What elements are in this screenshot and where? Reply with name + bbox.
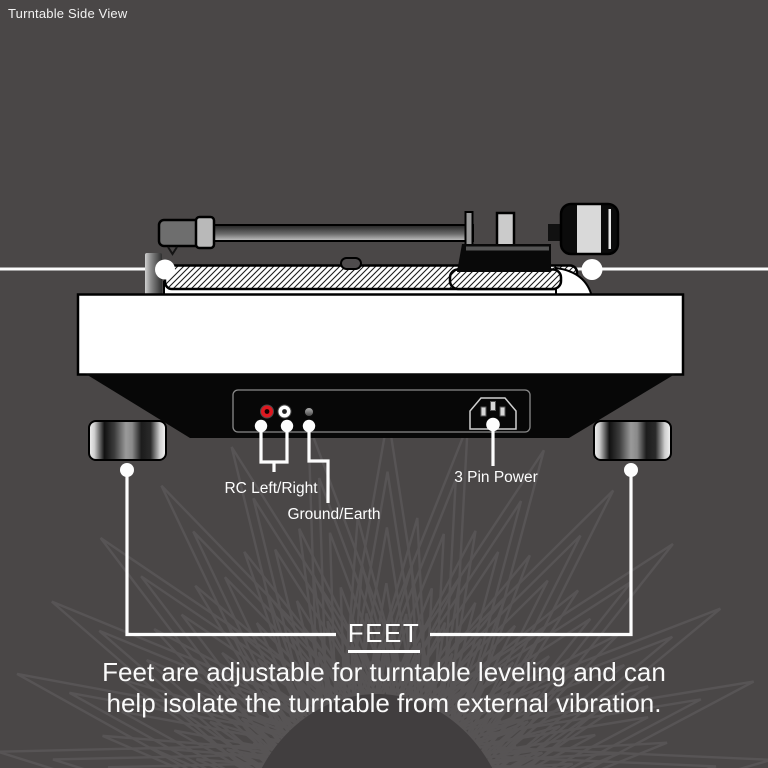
right-foot	[593, 420, 672, 461]
feet-underline	[348, 650, 420, 653]
stylus	[167, 246, 178, 256]
counterweight-band	[577, 205, 601, 253]
rca-white-jack-hole	[282, 409, 287, 414]
ground-dot	[302, 419, 316, 433]
left-foot-dot	[120, 463, 134, 477]
ground-label: Ground/Earth	[287, 506, 381, 523]
ground-terminal	[303, 406, 315, 418]
caption: Feet are adjustable for turntable leveli…	[102, 657, 666, 719]
cue-lever	[495, 211, 516, 249]
plinth	[76, 293, 685, 376]
pivot-base-highlight	[466, 246, 549, 251]
tonearm-pivot-base	[457, 244, 551, 272]
left-foot	[88, 420, 167, 461]
power-pin-middle	[490, 401, 496, 411]
ground-leader-line	[307, 428, 330, 503]
rca-label: RC Left/Right	[224, 480, 318, 497]
tonearm-tube	[204, 224, 474, 242]
spindle-adapter	[340, 257, 362, 270]
tonearm-base-pad	[448, 268, 563, 291]
counterweight-outline	[559, 202, 620, 256]
power-label: 3 Pin Power	[454, 469, 538, 486]
rca-leader-line	[259, 428, 289, 472]
feet-label: FEET	[347, 618, 421, 648]
right-foot-leader-line	[430, 473, 633, 637]
rca-red-dot	[254, 419, 268, 433]
caption-line-1: Feet are adjustable for turntable leveli…	[102, 657, 666, 687]
power-pin-left	[480, 406, 487, 417]
page-title: Turntable Side View	[8, 6, 128, 21]
left-foot-leader-line	[125, 473, 336, 637]
left-line-marker	[155, 259, 175, 280]
right-line-marker	[581, 259, 603, 280]
caption-line-2: help isolate the turntable from external…	[106, 688, 662, 718]
antiskate-rod	[464, 211, 474, 249]
right-foot-dot	[624, 463, 638, 477]
rca-red-jack-hole	[264, 409, 270, 414]
counterweight-highlight	[608, 209, 611, 249]
power-inlet	[469, 397, 517, 430]
headshell-collar	[194, 215, 216, 250]
rca-white-dot	[280, 419, 294, 433]
leader-dots	[120, 417, 638, 477]
power-pin-right	[499, 406, 506, 417]
connector-panel	[232, 389, 531, 433]
power-dot	[486, 417, 500, 432]
tonearm	[157, 202, 620, 272]
background-dome	[261, 694, 493, 768]
leader-lines	[125, 428, 633, 637]
